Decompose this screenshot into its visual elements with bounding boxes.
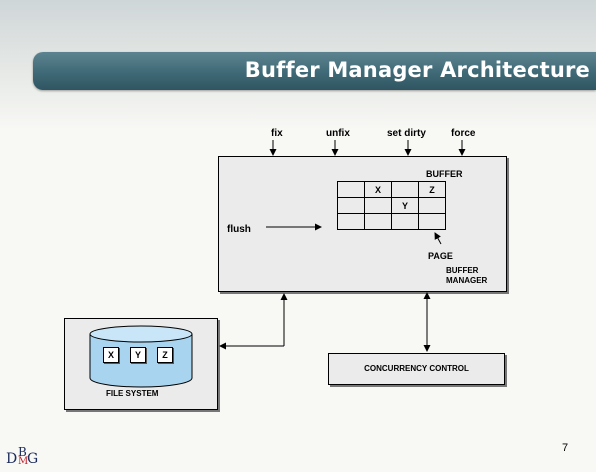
page-label: PAGE — [428, 251, 453, 261]
slide-title: Buffer Manager Architecture — [244, 58, 590, 82]
file-system-label: FILE SYSTEM — [106, 389, 159, 398]
buffer-manager-label-line2: MANAGER — [446, 276, 488, 285]
flush-label: flush — [227, 224, 251, 235]
input-label-set-dirty: set dirty — [387, 128, 426, 139]
buffer-frame — [418, 213, 446, 230]
title-bar: Buffer Manager Architecture — [33, 52, 596, 90]
file-item-y: Y — [130, 347, 146, 363]
concurrency-control-label: CONCURRENCY CONTROL — [364, 364, 469, 373]
logo-letter-b: B — [18, 445, 27, 459]
buffer-label: BUFFER — [426, 169, 463, 179]
page-number: 7 — [562, 442, 569, 454]
logo-letter-d: D — [6, 451, 18, 467]
buffer-grid: X Z Y — [337, 181, 446, 230]
file-item-x: X — [103, 347, 119, 363]
logo-letter-m: M — [18, 456, 29, 467]
arrow-page — [434, 232, 442, 245]
concurrency-control-box: CONCURRENCY CONTROL — [328, 353, 505, 385]
input-label-fix: fix — [271, 128, 283, 139]
dbmg-logo: D B M G — [6, 445, 56, 469]
buffer-manager-label-line1: BUFFER — [446, 266, 479, 275]
file-item-z: Z — [157, 347, 173, 363]
input-label-unfix: unfix — [326, 128, 350, 139]
input-label-force: force — [451, 128, 476, 139]
logo-letter-g: G — [27, 451, 39, 467]
